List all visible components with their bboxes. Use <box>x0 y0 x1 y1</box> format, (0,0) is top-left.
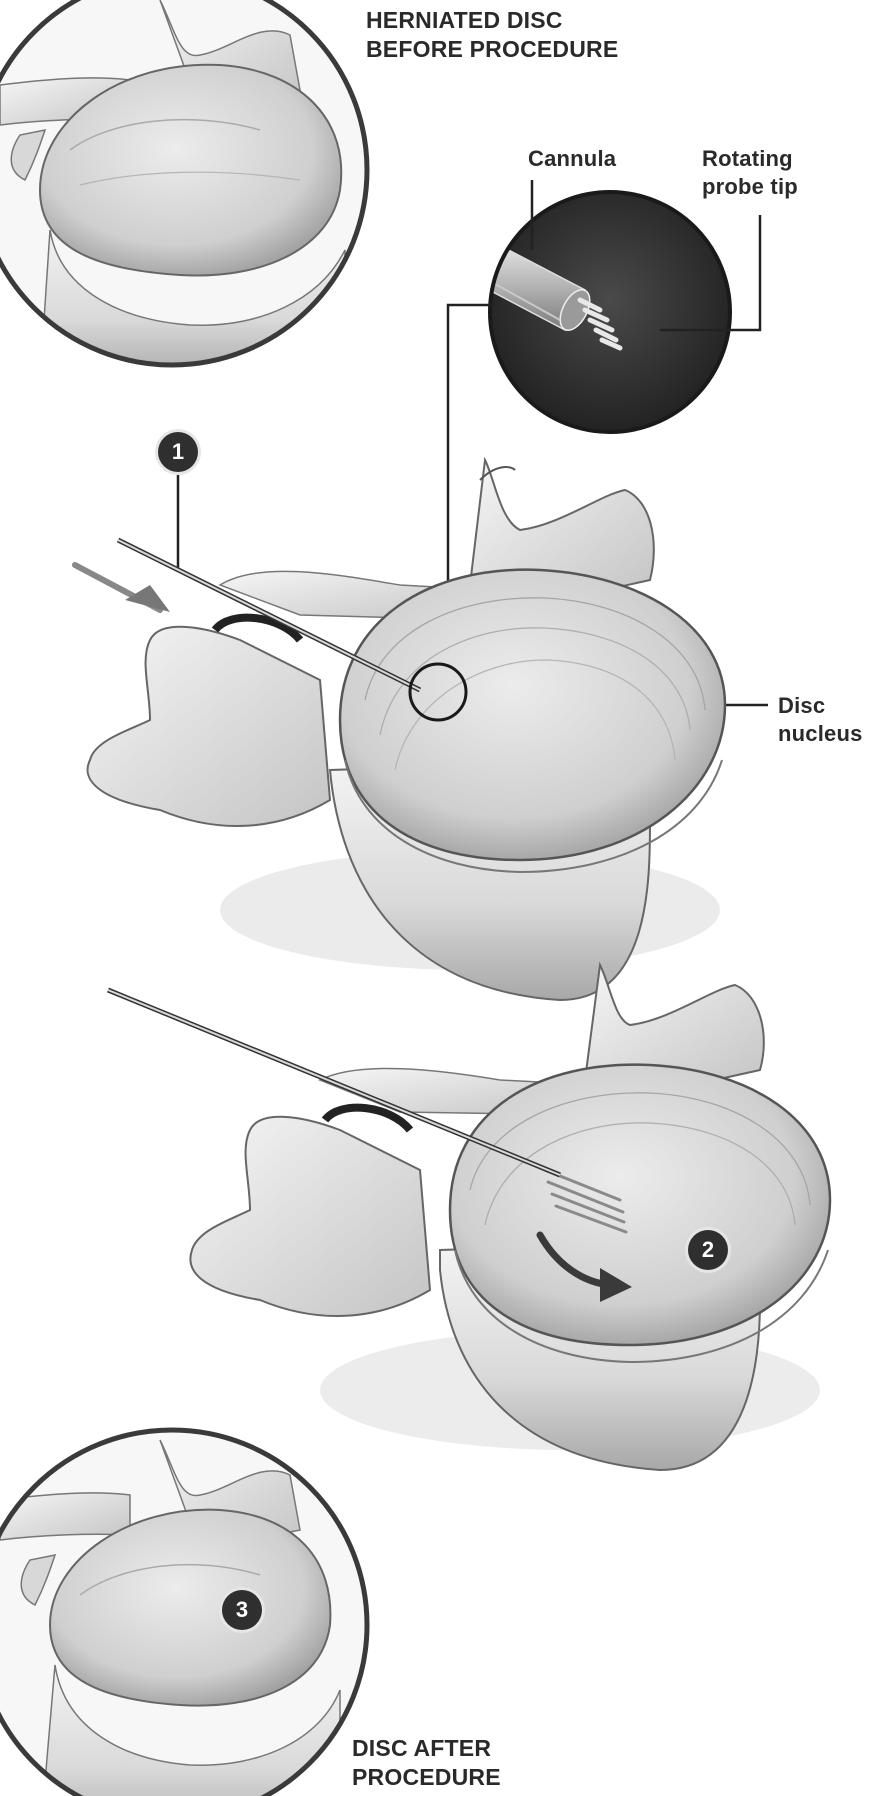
before-procedure-title: HERNIATED DISC BEFORE PROCEDURE <box>366 6 618 64</box>
vertebra-insertion <box>75 460 725 1000</box>
after-inset <box>0 1420 370 1796</box>
rotating-probe-tip-label: Rotating probe tip <box>702 145 798 200</box>
step-2-marker: 2 <box>688 1230 728 1270</box>
disc-nucleus-label: Disc nucleus <box>778 692 863 747</box>
step-3-marker: 3 <box>222 1590 262 1630</box>
step-1-marker: 1 <box>158 432 198 472</box>
before-inset <box>0 0 370 380</box>
cannula-label: Cannula <box>528 145 616 173</box>
after-procedure-title: DISC AFTER PROCEDURE <box>352 1734 501 1792</box>
vertebra-probe-rotation <box>108 965 830 1470</box>
probe-zoom-inset <box>470 192 730 432</box>
